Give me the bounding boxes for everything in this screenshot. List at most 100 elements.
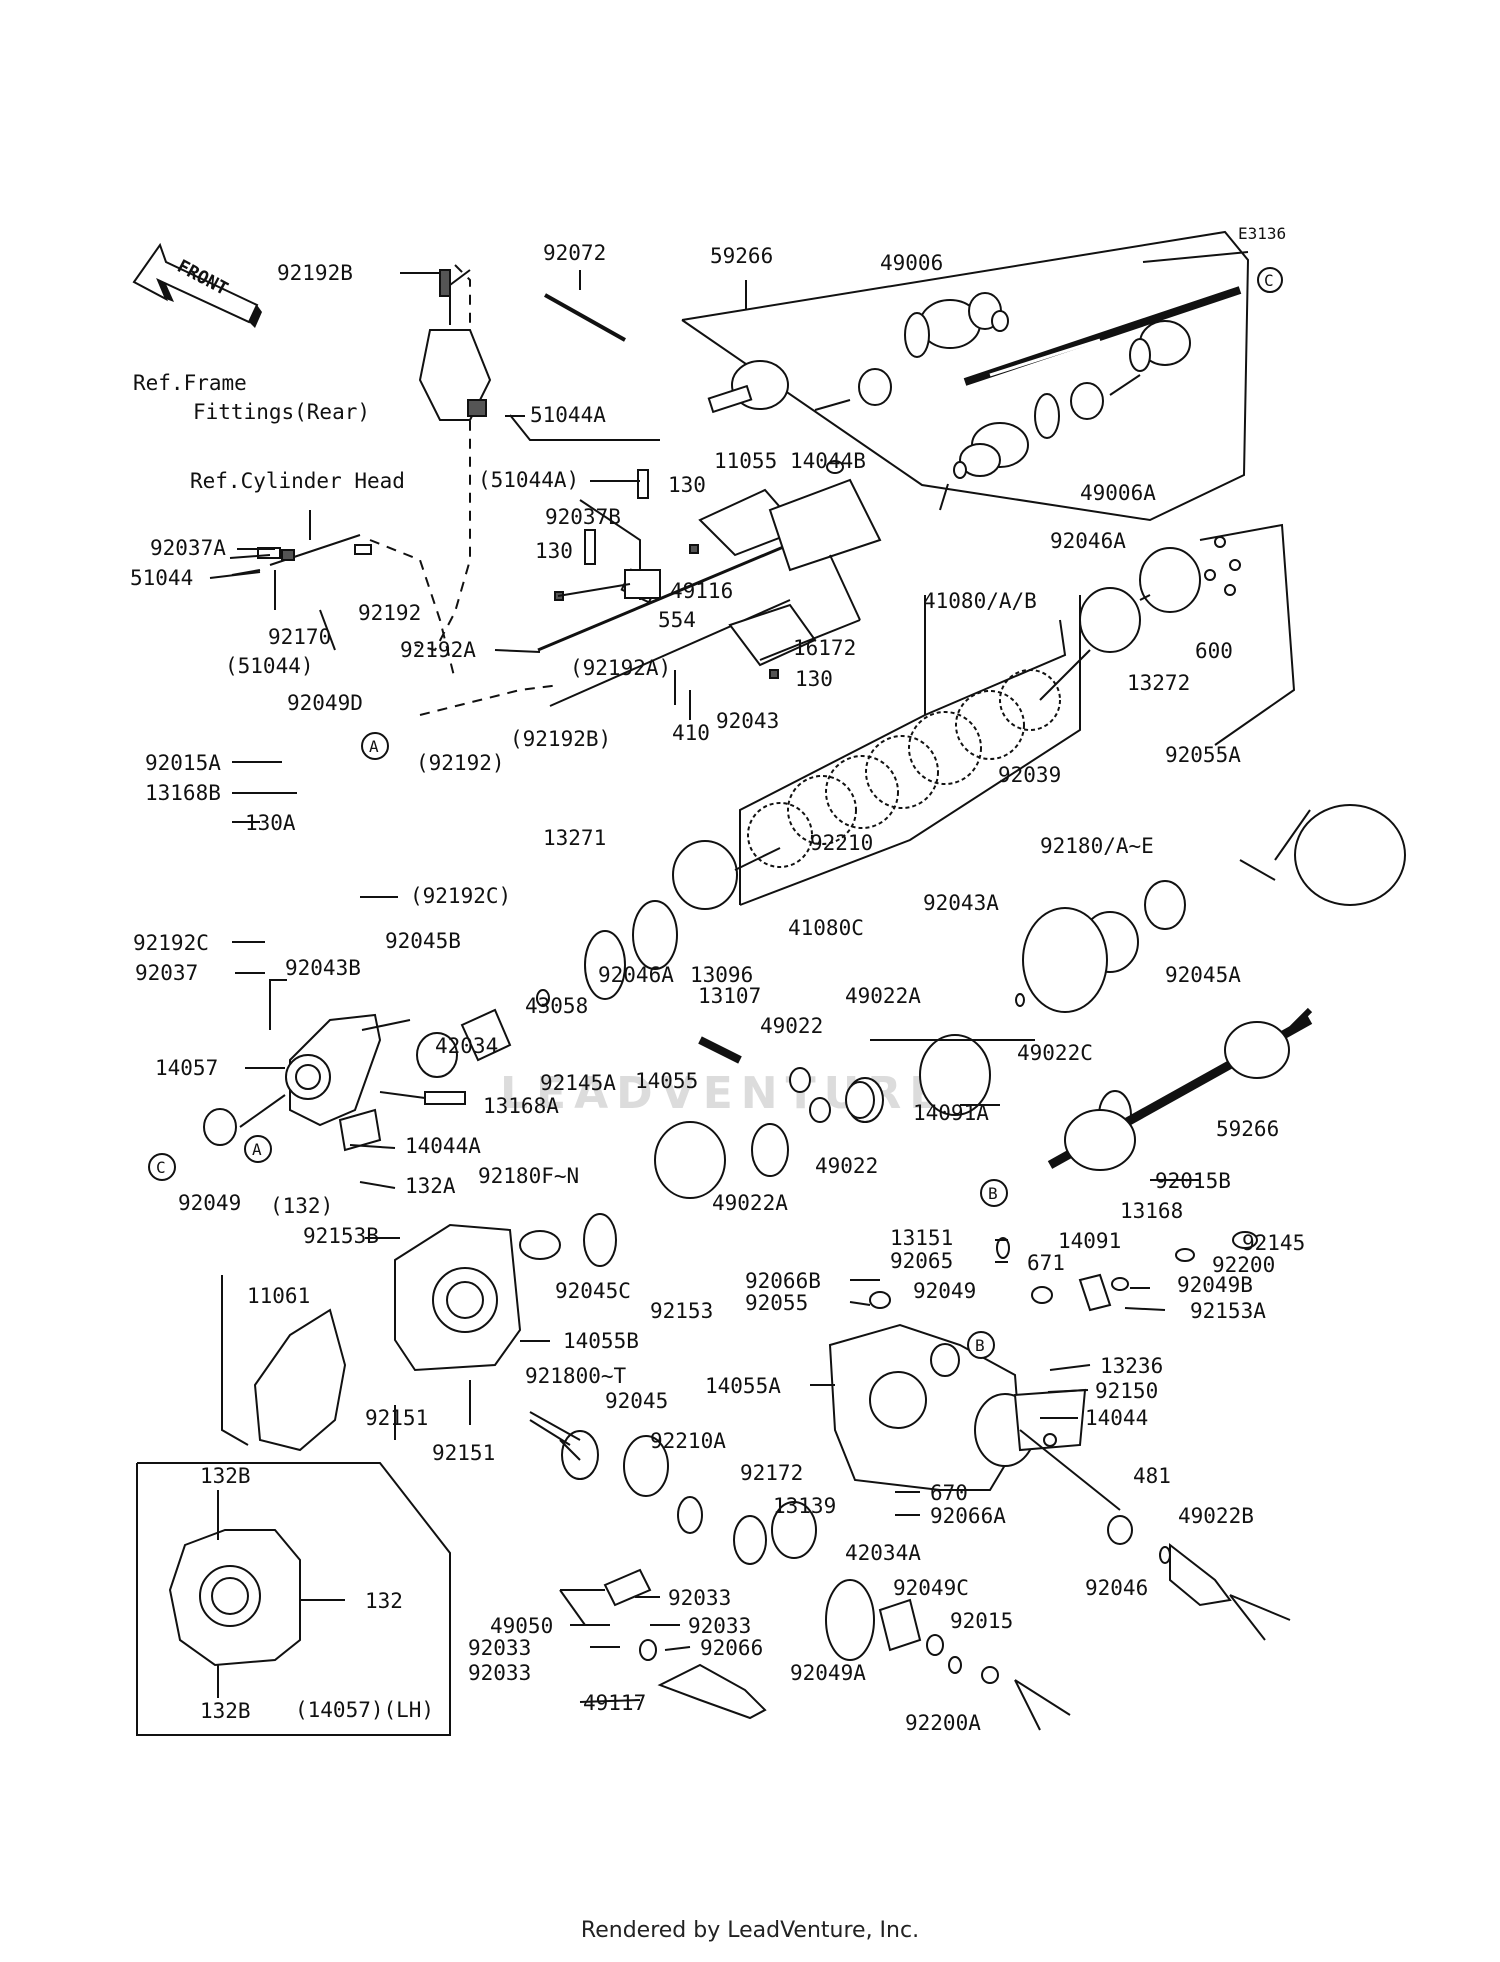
part-label: (92192B) <box>510 727 611 751</box>
part-label: 92015 <box>950 1609 1013 1633</box>
part-label: 13151 <box>890 1226 953 1250</box>
shift-bracket-assembly <box>554 478 882 720</box>
part-label: 49022A <box>845 984 921 1008</box>
diagram-id: E3136 <box>1238 224 1286 243</box>
part-label: 132B <box>200 1699 251 1723</box>
part-label: 92145 <box>1242 1231 1305 1255</box>
part-label: 11055 <box>714 449 777 473</box>
part-label: 92072 <box>543 241 606 265</box>
part-label: 92192B <box>277 261 353 285</box>
part-label: 92037 <box>135 961 198 985</box>
part-label: 49022C <box>1017 1041 1093 1065</box>
yoke-assembly <box>529 1411 1071 1731</box>
part-label: 554 <box>658 608 696 632</box>
part-label: (92192) <box>416 751 505 775</box>
part-label: 92049B <box>1177 1273 1253 1297</box>
part-label: 92033 <box>468 1636 531 1660</box>
part-label: 92045A <box>1165 963 1241 987</box>
ref-cylinder-head-label: Ref.Cylinder Head <box>190 469 405 493</box>
part-label: 41080C <box>788 916 864 940</box>
part-label: 49050 <box>490 1614 553 1638</box>
svg-text:B: B <box>975 1336 985 1355</box>
part-label: 92153A <box>1190 1299 1266 1323</box>
differential-gears <box>416 804 1406 1199</box>
part-label: 92046 <box>1085 1576 1148 1600</box>
callout-circle-b2: B <box>967 1331 995 1359</box>
part-label: 13096 <box>690 963 753 987</box>
part-label: 92033 <box>468 1661 531 1685</box>
part-label: 59266 <box>710 244 773 268</box>
part-label: 92045 <box>605 1389 668 1413</box>
part-label: 92043B <box>285 956 361 980</box>
part-label: 92145A <box>540 1071 616 1095</box>
part-label: 92039 <box>998 763 1061 787</box>
ref-frame-fittings-label: Fittings(Rear) <box>193 400 370 424</box>
part-label: 14091 <box>1058 1229 1121 1253</box>
inset-caption: (14057)(LH) <box>295 1698 434 1722</box>
part-label: 481 <box>1133 1464 1171 1488</box>
part-label: 13168B <box>145 781 221 805</box>
part-label: 13168A <box>483 1094 559 1118</box>
part-label: 92043A <box>923 891 999 915</box>
leader-lines <box>209 270 1200 1703</box>
part-label: 14044 <box>1085 1406 1148 1430</box>
part-label: 92033 <box>688 1614 751 1638</box>
callout-circle-a1: A <box>361 732 389 760</box>
part-label: 92192A <box>400 638 476 662</box>
part-label: 92153B <box>303 1224 379 1248</box>
part-label: 130 <box>535 539 573 563</box>
main-housing-14055A <box>828 1039 1291 1641</box>
part-label: 49022 <box>815 1154 878 1178</box>
part-label: 92066B <box>745 1269 821 1293</box>
part-label: 92150 <box>1095 1379 1158 1403</box>
part-label: 92151 <box>365 1406 428 1430</box>
part-label: 92170 <box>268 625 331 649</box>
front-direction-arrow-icon: FRONT <box>132 242 262 328</box>
part-label: 92055 <box>745 1291 808 1315</box>
part-label: 670 <box>930 1481 968 1505</box>
callout-circle-c2: C <box>148 1153 176 1181</box>
part-label: 92180F~N <box>478 1164 579 1188</box>
part-label: (51044A) <box>478 468 579 492</box>
part-label: 92055A <box>1165 743 1241 767</box>
part-label: (132) <box>270 1194 333 1218</box>
part-label: 600 <box>1195 639 1233 663</box>
svg-text:A: A <box>252 1140 262 1159</box>
callout-circle-a2: A <box>244 1135 272 1163</box>
part-label: 13272 <box>1127 671 1190 695</box>
footer-credit: Rendered by LeadVenture, Inc. <box>580 1918 920 1943</box>
part-label: 42034 <box>435 1034 498 1058</box>
part-label: 14057 <box>155 1056 218 1080</box>
clutch-pack-box <box>739 523 1296 906</box>
ref-frame-label: Ref.Frame <box>133 371 247 395</box>
part-label: 92151 <box>432 1441 495 1465</box>
part-label: 43058 <box>525 994 588 1018</box>
part-label: 49117 <box>583 1691 646 1715</box>
part-label: 92015A <box>145 751 221 775</box>
part-label: 92049C <box>893 1576 969 1600</box>
part-label: 921800~T <box>525 1364 627 1388</box>
part-label: 92037B <box>545 505 621 529</box>
part-label: 92049 <box>913 1279 976 1303</box>
part-label: 41080/A/B <box>923 589 1037 613</box>
part-label: 92049D <box>287 691 363 715</box>
svg-text:B: B <box>988 1184 998 1203</box>
part-label: 92180/A~E <box>1040 834 1154 858</box>
part-label: 11061 <box>247 1284 310 1308</box>
part-label: 92046A <box>1050 529 1126 553</box>
part-label: 49006A <box>1080 481 1156 505</box>
part-label: 14055B <box>563 1329 639 1353</box>
part-label: 92172 <box>740 1461 803 1485</box>
part-label: 92045C <box>555 1279 631 1303</box>
part-label: 132 <box>365 1589 403 1613</box>
part-label: 49022A <box>712 1191 788 1215</box>
callout-circle-b1: B <box>980 1179 1008 1207</box>
part-label: 92045B <box>385 929 461 953</box>
part-label: 14055 <box>635 1069 698 1093</box>
part-label: 49022B <box>1178 1504 1254 1528</box>
svg-text:A: A <box>369 737 379 756</box>
part-label: 92192C <box>133 931 209 955</box>
rear-drive-shaft <box>1047 1007 1313 1171</box>
